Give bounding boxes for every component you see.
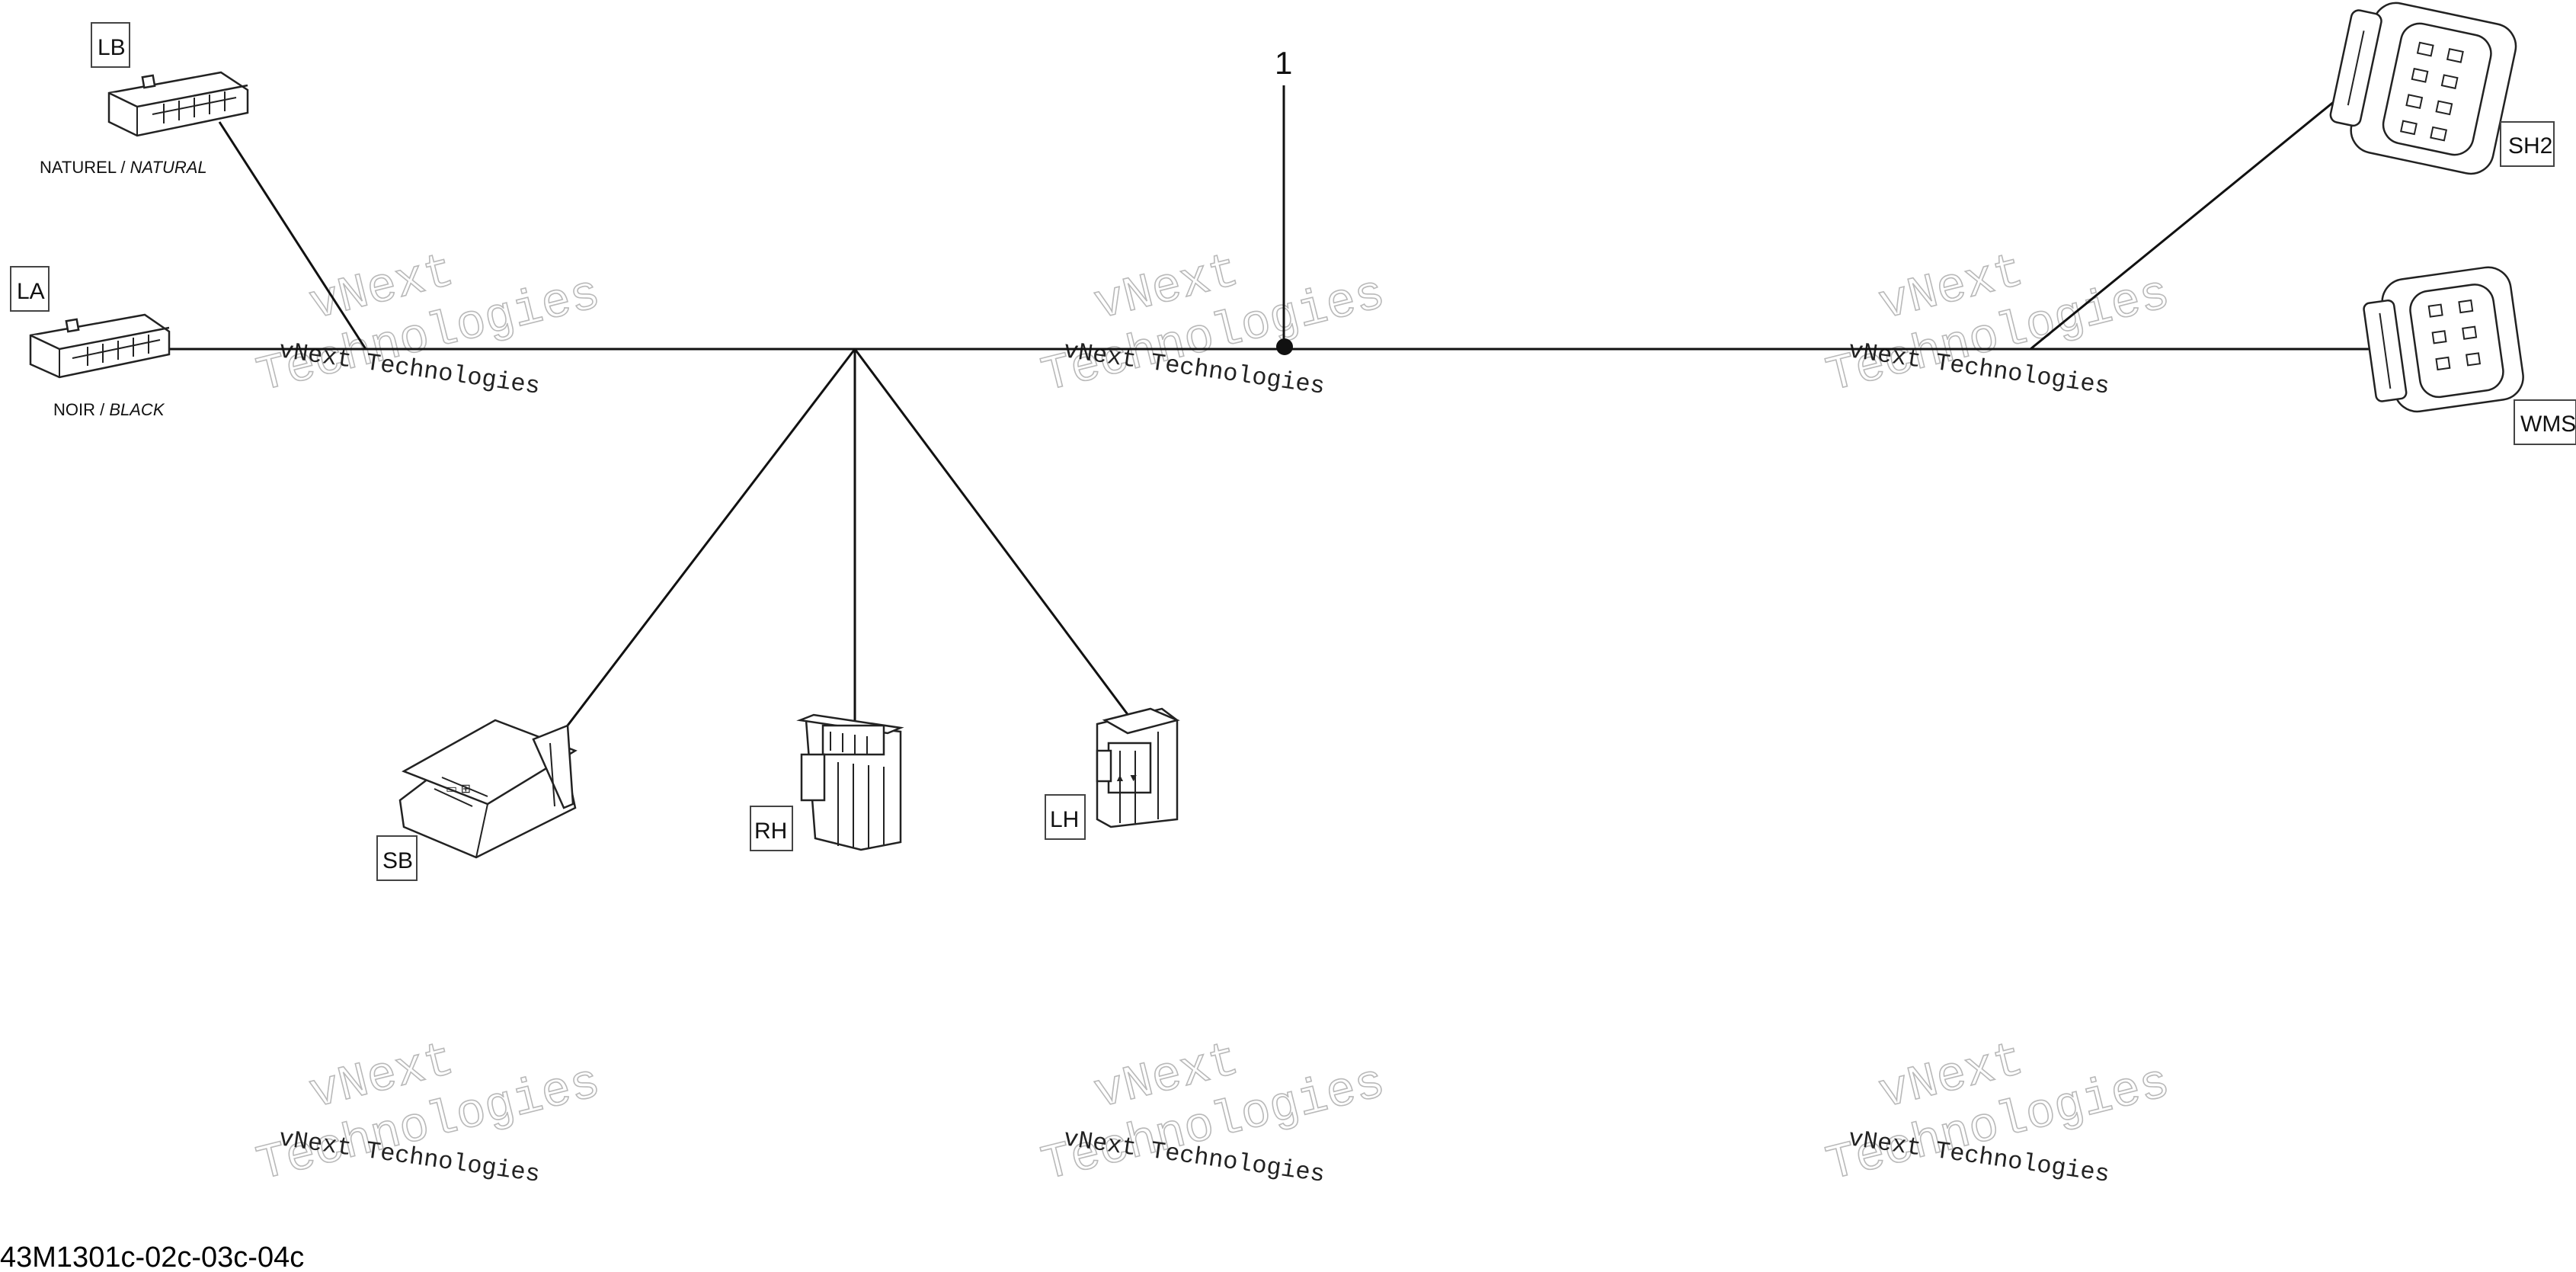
connector-sb-icon: ▭ ⊞ <box>398 719 578 859</box>
part-number: 43M1301c-02c-03c-04c <box>0 1242 304 1272</box>
connector-la-icon <box>29 313 171 379</box>
connector-sh2: SH2 <box>2329 2 2555 175</box>
connector-lh-label-box <box>1045 794 1086 840</box>
wires <box>164 85 2465 749</box>
connector-lb-label-box <box>91 22 130 68</box>
connector-sh2-label-box <box>2500 121 2555 167</box>
svg-text:▲ ▼: ▲ ▼ <box>1115 771 1139 783</box>
connector-la-label: LA <box>17 279 45 304</box>
svg-text:▭ ⊞: ▭ ⊞ <box>446 783 471 796</box>
connector-rh-icon <box>796 713 904 851</box>
lb-branch-wire <box>218 121 367 350</box>
connector-lh-label: LH <box>1050 807 1079 832</box>
splice-point <box>1276 338 1293 355</box>
connector-sh2-icon <box>2329 2 2517 175</box>
lh-branch-wire <box>853 348 1131 717</box>
connector-lb-subtitle: NATUREL / NATURAL <box>40 158 207 177</box>
connector-sh2-label: SH2 <box>2508 133 2552 159</box>
connector-la-label-box <box>10 266 50 312</box>
connector-sb-label-box <box>376 835 418 881</box>
connector-sb: ▭ ⊞ SB <box>376 719 578 881</box>
connector-lb: LB NATUREL / NATURAL <box>40 22 249 177</box>
connector-lb-icon <box>107 71 249 137</box>
connector-rh: RH <box>750 713 904 851</box>
connector-lh: ▲ ▼ LH <box>1045 707 1180 840</box>
watermark-group: vNext Technologies vNext Technologies vN… <box>251 244 2176 1194</box>
sh2-branch-wire <box>2030 96 2340 351</box>
connector-wms: WMS <box>2363 266 2576 445</box>
connector-lh-icon: ▲ ▼ <box>1096 707 1180 828</box>
connector-lb-label: LB <box>98 35 126 60</box>
connector-rh-label-box <box>750 806 793 851</box>
connector-wms-icon <box>2363 266 2524 413</box>
connector-la: LA NOIR / BLACK <box>10 266 171 419</box>
connector-la-subtitle: NOIR / BLACK <box>53 400 165 419</box>
connector-sb-label: SB <box>382 848 413 873</box>
sb-branch-wire <box>549 348 856 749</box>
connector-wms-label-box <box>2514 399 2576 445</box>
callout-number: 1 <box>1275 45 1292 81</box>
connector-rh-label: RH <box>754 819 787 844</box>
connector-wms-label: WMS <box>2520 412 2576 437</box>
